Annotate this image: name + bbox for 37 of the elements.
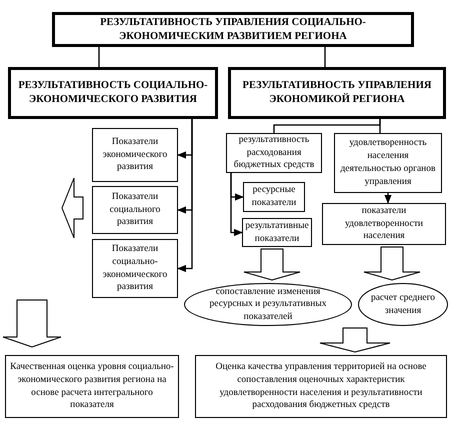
- connector-line: [324, 47, 326, 67]
- process-box: [92, 128, 178, 182]
- block-arrow: [364, 246, 420, 281]
- node-label: Показатели экономического развития: [102, 136, 168, 174]
- process-box: [322, 203, 446, 245]
- arrow: [384, 193, 392, 204]
- node-label: Оценка качества управления территорией на основе сопоставления оценочных характеристик удовлетворенности населения и результативности расходования бюджетных средств: [214, 360, 428, 412]
- node-label: расчет среднего значения: [370, 292, 436, 317]
- process-box: [92, 186, 178, 234]
- block-arrow: [320, 328, 390, 353]
- header-box: [228, 67, 446, 119]
- node-label: результативные показатели: [245, 220, 309, 246]
- node-label: РЕЗУЛЬТАТИВНОСТЬ УПРАВЛЕНИЯ ЭКОНОМИКОЙ РЕГИОНА: [242, 79, 432, 107]
- node-label: Показатели социального развития: [108, 190, 162, 230]
- header-box: [8, 67, 218, 119]
- connector-line: [379, 119, 381, 133]
- process-box: [92, 239, 178, 298]
- header-box: [52, 12, 414, 47]
- node-label: удовлетворенность населения деятельностью органов управления: [339, 137, 437, 189]
- process-box: [195, 355, 447, 418]
- node-label: Показатели социально-экономического развития: [102, 242, 168, 294]
- node-label: сопоставление изменения ресурсных и результативных показателей: [208, 286, 328, 324]
- process-box: [243, 182, 305, 212]
- block-arrow: [2, 300, 62, 348]
- process-box: [226, 133, 322, 173]
- node-label: РЕЗУЛЬТАТИВНОСТЬ СОЦИАЛЬНО-ЭКОНОМИЧЕСКОГО РАЗВИТИЯ: [17, 79, 209, 107]
- block-arrow: [244, 248, 300, 281]
- connector-line: [98, 47, 100, 67]
- arrow: [230, 173, 243, 236]
- arrow: [177, 119, 193, 272]
- node-label: показатели удовлетворенности населения: [344, 204, 424, 244]
- node-label: Качественная оценка уровня социально-экономического развития региона на основе расчета интегрального показателя: [9, 360, 175, 412]
- node-label: результативность расходования бюджетных средств: [232, 134, 316, 172]
- process-box: [5, 355, 179, 418]
- node-label: РЕЗУЛЬТАТИВНОСТЬ УПРАВЛЕНИЯ СОЦИАЛЬНО-ЭКОНОМИЧЕСКИМ РАЗВИТИЕМ РЕГИОНА: [99, 16, 367, 44]
- node-label: ресурсные показатели: [250, 184, 298, 210]
- block-arrow: [61, 178, 84, 238]
